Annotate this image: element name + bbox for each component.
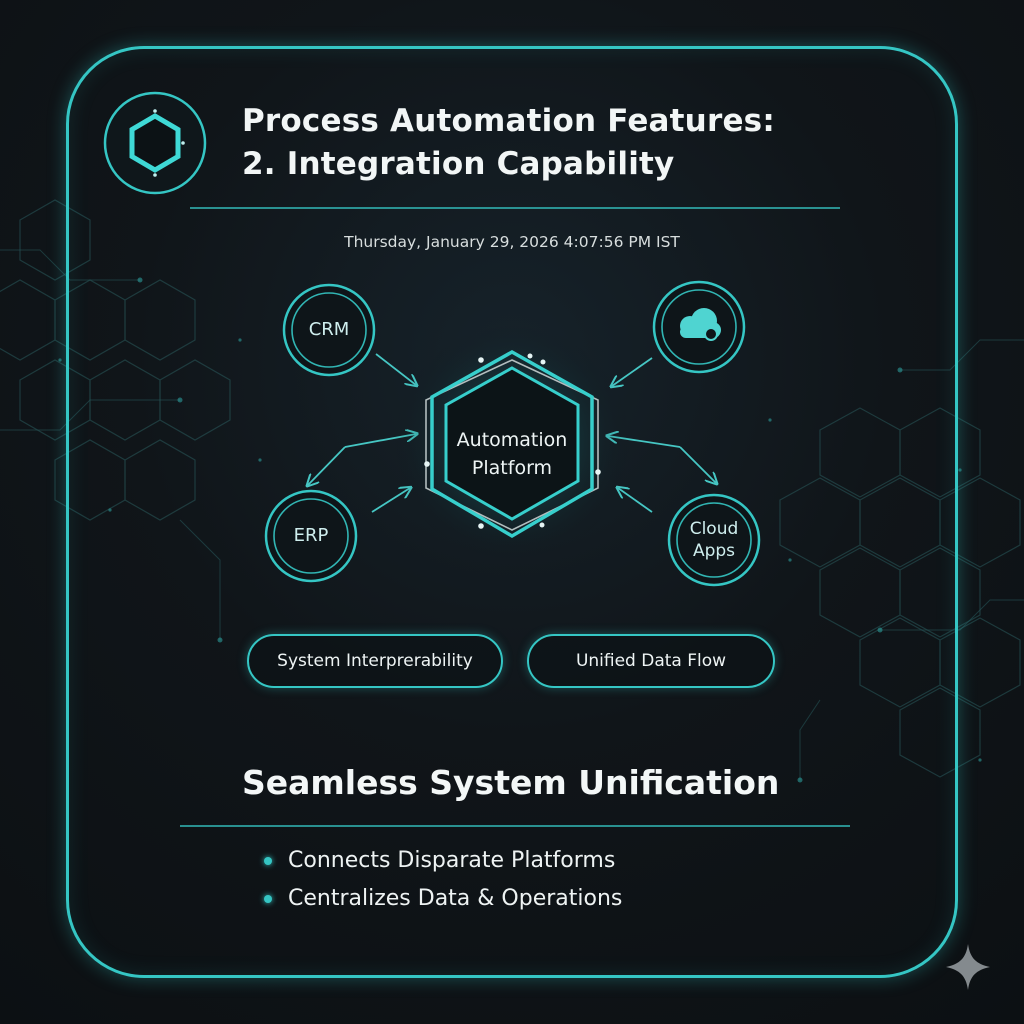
timestamp: Thursday, January 29, 2026 4:07:56 PM IS…	[344, 233, 680, 251]
node-crm	[282, 283, 376, 377]
edge-cloud-to-platform	[612, 357, 653, 386]
bullet-dot	[264, 895, 272, 903]
summary-bullets: Connects Disparate Platforms Centralizes…	[262, 843, 622, 919]
node-erp	[264, 489, 358, 583]
node-cloud-apps-label-line-2: Apps	[692, 541, 736, 561]
summary-heading: Seamless System Unification	[242, 763, 780, 802]
bullet-item: Connects Disparate Platforms	[262, 843, 622, 881]
title-line-1: Process Automation Features:	[242, 103, 775, 139]
cloud-icon	[680, 308, 721, 341]
page-title: Process Automation Features: 2. Integrat…	[242, 100, 842, 186]
hexagon-icon	[103, 91, 207, 195]
hub-label: Automation Platform	[412, 426, 612, 482]
pill-unified-data-flow: Unified Data Flow	[527, 634, 775, 688]
node-cloud-apps-label: Cloud Apps	[669, 518, 759, 562]
edge-crm-to-platform	[375, 353, 416, 385]
bullet-item: Centralizes Data & Operations	[262, 881, 622, 919]
hub-label-line-1: Automation	[456, 429, 568, 451]
node-cloud-apps	[667, 493, 761, 587]
node-crm-label: CRM	[308, 319, 350, 340]
hub-label-line-2: Platform	[471, 457, 553, 479]
edge-platform-to-erp	[308, 446, 346, 485]
node-cloud-apps-label-line-1: Cloud	[689, 519, 739, 539]
bullet-text: Centralizes Data & Operations	[288, 886, 623, 911]
bullet-text: Connects Disparate Platforms	[288, 848, 616, 873]
edge-cloud-apps-to-platform	[618, 488, 653, 513]
edge-platform-to-cloud-apps	[679, 446, 716, 483]
node-erp-label: ERP	[293, 525, 329, 546]
bullet-dot	[264, 857, 272, 865]
automation-platform-hub	[392, 323, 632, 563]
sparkle-icon	[946, 944, 990, 990]
pill-system-interoperability: System Interprerability	[247, 634, 503, 688]
title-line-2: 2. Integration Capability	[242, 146, 675, 182]
